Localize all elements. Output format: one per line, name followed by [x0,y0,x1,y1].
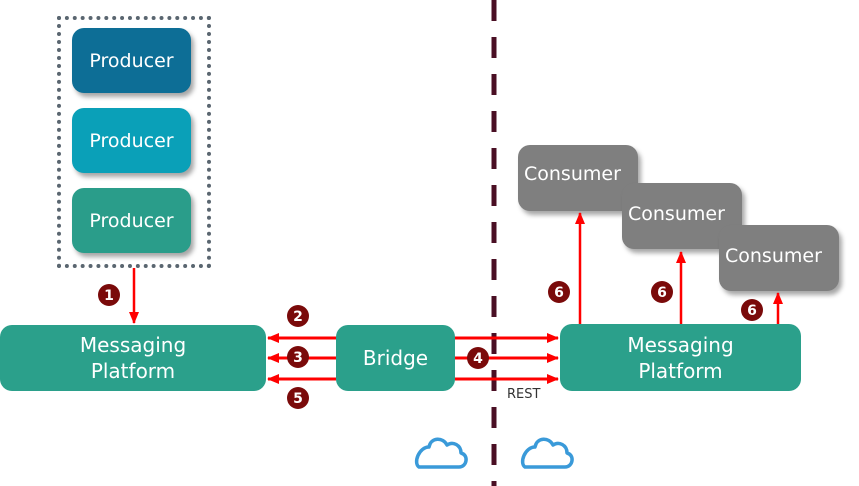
svg-text:5: 5 [293,391,303,407]
step-badge-6c: 6 [741,299,763,321]
step-badge-2: 2 [287,305,309,327]
rest-label: REST [507,387,541,402]
svg-text:4: 4 [473,351,483,367]
consumer-1: Consumer [518,145,638,211]
cloud-icon [414,437,468,469]
svg-text:6: 6 [747,303,757,319]
consumer-3: Consumer [719,225,839,291]
producer-3-label: Producer [89,209,174,232]
cloud-icon [520,437,574,469]
producer-group-boundary [57,16,211,268]
step-badge-5: 5 [287,387,309,409]
step-badge-1: 1 [98,284,120,306]
left-messaging-platform: Messaging Platform [0,325,266,391]
step-badge-6a: 6 [548,281,570,303]
left-platform-label-line2: Platform [90,359,176,383]
right-messaging-platform: Messaging Platform [560,324,801,391]
bridge: Bridge [336,325,455,391]
step-badge-6b: 6 [651,281,673,303]
consumer-2-label: Consumer [628,203,725,225]
right-platform-label-line1: Messaging [627,332,734,357]
bridge-label: Bridge [362,346,429,370]
consumer-1-label: Consumer [524,163,621,185]
right-platform-label-line2: Platform [638,358,723,383]
step-badge-4: 4 [467,347,489,369]
svg-text:1: 1 [104,288,114,304]
svg-text:6: 6 [554,285,564,301]
producer-1: Producer [72,28,191,93]
consumer-3-label: Consumer [725,245,822,267]
producer-2: Producer [72,108,191,173]
producer-1-label: Producer [89,49,174,72]
step-badge-3: 3 [287,346,309,368]
producer-3: Producer [72,188,191,253]
svg-text:6: 6 [657,285,667,301]
svg-text:3: 3 [293,350,303,366]
svg-text:2: 2 [293,309,303,325]
producer-2-label: Producer [89,129,174,152]
left-platform-label-line1: Messaging [79,333,187,357]
